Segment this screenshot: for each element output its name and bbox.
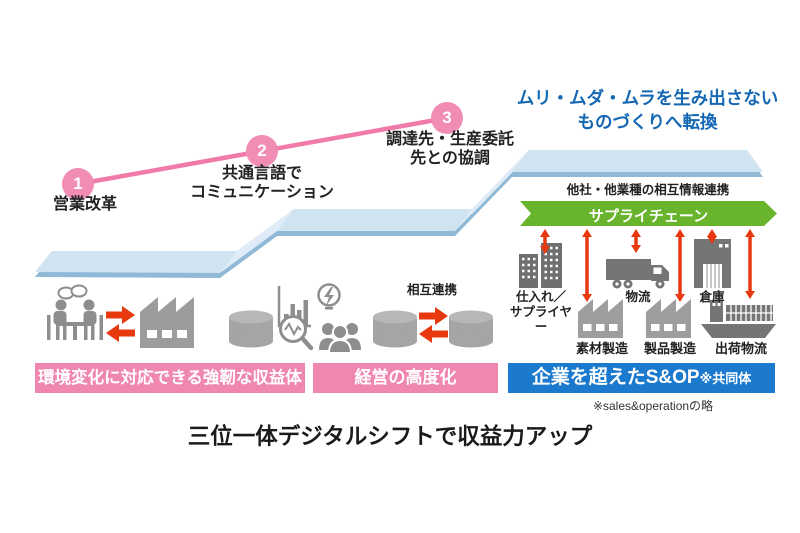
double-arrow-icon (745, 229, 755, 299)
node-label-warehouse: 倉庫 (699, 290, 725, 304)
factory-icon (578, 299, 623, 338)
truck-icon (606, 259, 669, 289)
step-label-1: 営業改革 (52, 196, 117, 213)
exchange-arrows-icon (419, 307, 448, 343)
supply-chain-banner-label: サプライチェーン (588, 208, 709, 225)
node-label-material: 素材製造 (575, 341, 628, 356)
database-icon (449, 310, 493, 348)
meeting-icon (47, 284, 103, 340)
people-icon (319, 323, 361, 354)
mutual-link-label: 相互連携 (406, 283, 457, 297)
info-link-label: 他社・他業種の相互情報連携 (566, 183, 730, 197)
database-icon (373, 310, 417, 348)
staircase (35, 150, 763, 278)
banner-sop-community: 企業を超えたS&OP※共同体 (508, 363, 775, 393)
supply-chain-banner-shape (520, 201, 777, 226)
factory-icon (646, 299, 691, 338)
staircase-riser-1 (220, 209, 294, 273)
staircase-face (35, 150, 763, 273)
node-label-supplier: 仕入れ／ サプライヤー (509, 290, 573, 334)
exchange-arrows-icon (106, 306, 135, 342)
buildings-icon (519, 243, 562, 288)
idea-icon (317, 283, 341, 310)
footnote: ※sales&operationの略 (592, 399, 714, 413)
double-arrow-icon (707, 229, 717, 244)
database-icon (229, 310, 273, 348)
step-label-2: 共通言語で コミュニケーション (190, 165, 334, 201)
magnifier-icon (279, 315, 314, 351)
goal-heading-line2: ものづくりへ転換 (577, 112, 718, 132)
staircase-riser-2 (455, 150, 529, 231)
banner-sop-main: 企業を超えたS&OP (531, 367, 700, 388)
warehouse-icon (694, 239, 731, 288)
step-circle-3: 3 (431, 102, 463, 134)
double-arrow-icon (540, 229, 550, 254)
banner-resilient-profit: 環境変化に対応できる強靭な収益体 (35, 363, 305, 393)
factory-icon (140, 297, 194, 348)
step-circle-1: 1 (62, 168, 94, 200)
double-arrow-icon (675, 229, 685, 302)
node-label-logistics: 物流 (625, 290, 651, 304)
double-arrow-icon (582, 229, 592, 302)
page-title: 三位一体デジタルシフトで収益力アップ (187, 424, 593, 449)
banner-sop-suffix: ※共同体 (699, 371, 752, 386)
goal-heading-line1: ムリ・ムダ・ムラを生み出さない (516, 88, 779, 108)
step-circle-2: 2 (246, 135, 278, 167)
banner-advanced-management: 経営の高度化 (313, 363, 498, 393)
double-arrow-icon (631, 229, 641, 253)
node-label-shipping: 出荷物流 (714, 341, 767, 356)
step-label-3: 調達先・生産委託 先との協調 (385, 131, 514, 167)
ship-icon (701, 300, 776, 338)
node-label-product: 製品製造 (643, 341, 696, 356)
link-arrows (540, 229, 755, 302)
